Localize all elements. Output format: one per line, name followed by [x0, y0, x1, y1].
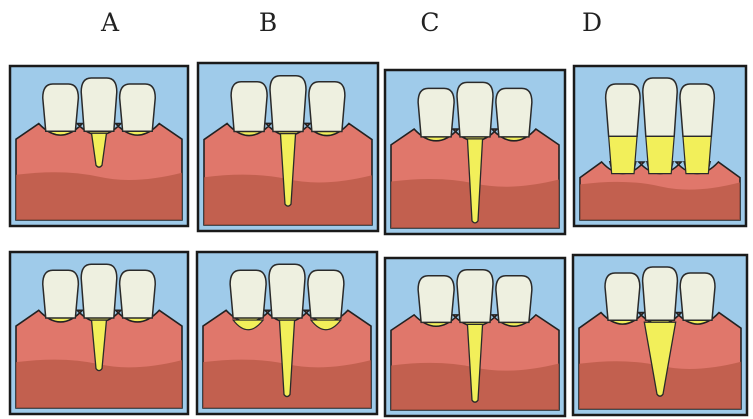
- tooth-crown: [43, 84, 79, 131]
- tooth-crown: [643, 78, 677, 136]
- tooth-crown: [418, 88, 454, 136]
- panel-b-2: [197, 252, 377, 414]
- tooth-crown: [680, 273, 715, 320]
- exposed-root: [646, 136, 674, 173]
- panel-c-2: [385, 258, 565, 416]
- tooth-crown: [270, 76, 306, 132]
- panel-d-2: [573, 255, 747, 415]
- tooth-crown: [43, 270, 79, 318]
- tooth-crown: [120, 84, 156, 131]
- tooth-crown: [230, 270, 266, 318]
- panel-d-1: [574, 66, 746, 226]
- tooth-crown: [496, 88, 532, 136]
- tooth-crown: [81, 264, 117, 318]
- tooth-crown: [680, 84, 714, 136]
- tooth-crown: [269, 264, 305, 318]
- panel-c-1: [385, 70, 565, 234]
- tooth-crown: [643, 267, 678, 320]
- tooth-crown: [457, 270, 493, 323]
- tooth-crown: [120, 270, 156, 318]
- tooth-crown: [231, 82, 267, 132]
- alveolar-bone: [580, 182, 740, 220]
- panel-a-2: [10, 252, 188, 414]
- panel-b-1: [198, 63, 378, 231]
- tooth-crown: [605, 273, 640, 320]
- tooth-crown: [309, 82, 345, 132]
- exposed-root: [609, 136, 637, 173]
- tooth-crown: [606, 84, 640, 136]
- tooth-crown: [308, 270, 344, 318]
- alveolar-bone: [16, 172, 182, 220]
- tooth-crown: [496, 276, 532, 323]
- panel-a-1: [10, 66, 188, 226]
- tooth-crown: [81, 78, 117, 131]
- exposed-root: [683, 136, 711, 173]
- tooth-crown: [418, 276, 454, 323]
- tooth-crown: [457, 82, 493, 136]
